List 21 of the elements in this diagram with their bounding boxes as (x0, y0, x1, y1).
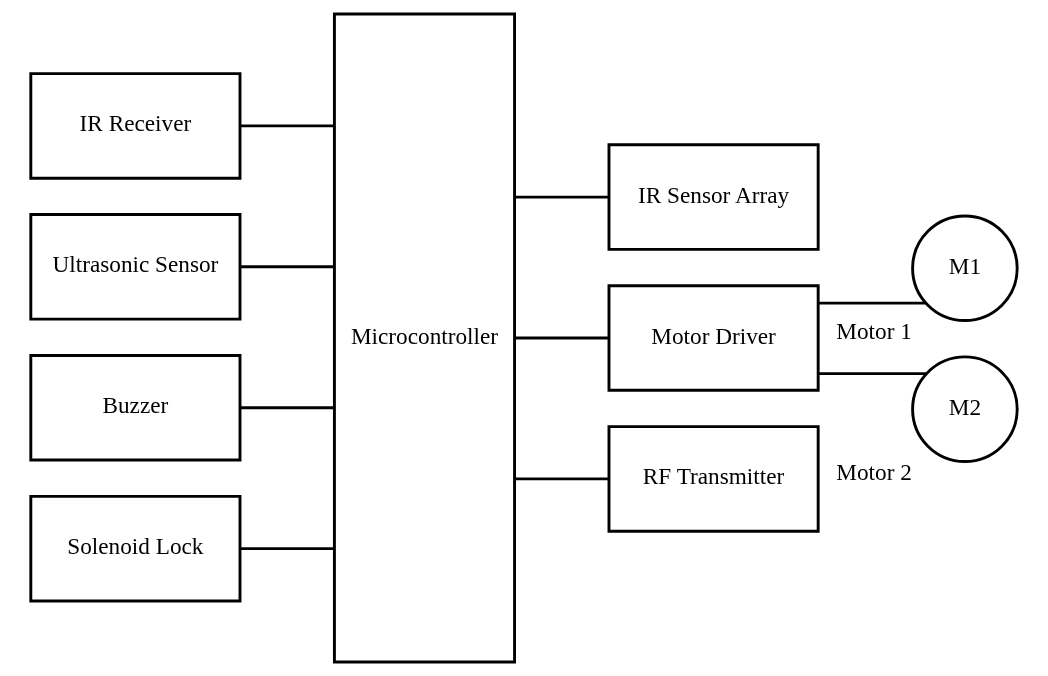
node-box: IR Sensor Array (607, 143, 820, 251)
connector (514, 477, 609, 481)
connector (240, 265, 335, 269)
node-box: Buzzer (29, 353, 242, 462)
node-box: Microcontroller (332, 12, 516, 664)
connector (240, 406, 335, 410)
connector (818, 301, 926, 305)
connector (514, 336, 609, 340)
connector (514, 195, 609, 199)
node-circle: M2 (911, 355, 1019, 463)
connector (240, 547, 335, 551)
node-box: Motor Driver (607, 284, 820, 392)
connector (240, 124, 335, 128)
node-box: Ultrasonic Sensor (29, 213, 242, 321)
connector (818, 372, 927, 376)
node-box: IR Receiver (29, 72, 242, 180)
node-box: Solenoid Lock (29, 494, 242, 603)
node-box: RF Transmitter (607, 425, 820, 533)
node-label: Motor 1 (836, 318, 912, 345)
node-circle: M1 (911, 214, 1019, 323)
node-label: Motor 2 (836, 459, 912, 486)
